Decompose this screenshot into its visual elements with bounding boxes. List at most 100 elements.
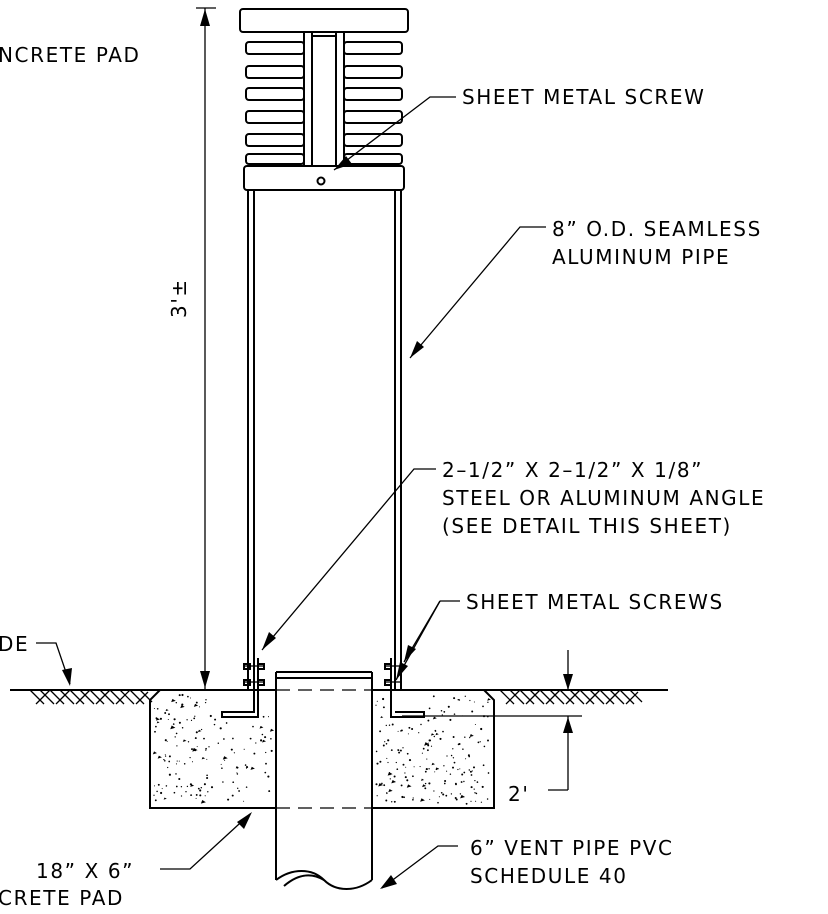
concrete-stipple [430,733,435,736]
pipe-label-line2: ALUMINUM PIPE [552,245,730,269]
concrete-stipple [217,742,220,745]
concrete-stipple [245,786,248,788]
concrete-stipple [443,765,445,767]
concrete-stipple [426,749,429,752]
concrete-stipple [164,755,167,757]
concrete-stipple [224,759,226,761]
concrete-stipple [265,762,267,765]
concrete-stipple [421,752,423,754]
concrete-stipple [180,795,183,797]
concrete-stipple [206,776,209,780]
concrete-stipple [404,776,407,779]
concrete-stipple [207,791,209,793]
concrete-stipple [190,719,193,722]
concrete-stipple [221,767,223,769]
concrete-stipple [378,783,384,787]
concrete-stipple [487,739,489,742]
depth-dimension [402,650,582,791]
concrete-stipple [391,780,397,784]
concrete-stipple [443,782,446,785]
concrete-stipple [453,761,456,764]
concrete-stipple [223,738,225,740]
concrete-stipple [420,778,425,781]
concrete-stipple [236,773,239,775]
concrete-stipple [379,730,382,733]
concrete-stipple [236,766,239,769]
concrete-stipple [475,792,478,795]
concrete-stipple [205,699,207,701]
concrete-stipple [397,749,400,751]
concrete-stipple [195,701,198,704]
concrete-stipple [440,791,443,794]
concrete-stipple [400,784,403,787]
concrete-stipple [453,697,456,700]
concrete-stipple [219,727,222,730]
concrete-stipple [480,801,483,803]
concrete-stipple [390,749,393,751]
concrete-stipple [156,721,160,724]
concrete-stipple [479,741,481,743]
concrete-stipple [160,791,163,795]
concrete-stipple [260,739,263,742]
concrete-stipple [408,726,411,729]
concrete-stipple [442,730,444,733]
concrete-stipple [459,793,462,795]
concrete-stipple [163,797,167,800]
concrete-stipple [252,725,254,728]
concrete-stipple [243,800,245,802]
concrete-stipple [398,751,401,754]
concrete-stipple [214,718,217,721]
concrete-stipple [220,763,222,765]
concrete-stipple [213,723,216,726]
concrete-stipple [255,742,257,744]
concrete-stipple [267,716,270,718]
concrete-stipple [156,790,158,793]
concrete-stipple [167,766,169,769]
concrete-stipple [387,761,389,764]
concrete-stipple [164,754,166,756]
concrete-stipple [176,760,178,762]
concrete-stipple [468,769,471,771]
concrete-stipple [181,726,184,729]
concrete-stipple [375,704,377,706]
concrete-stipple [154,694,156,696]
concrete-stipple [405,766,407,768]
concrete-stipple [383,784,386,787]
concrete-stipple [427,744,430,747]
concrete-stipple [458,699,461,701]
concrete-stipple [428,707,431,710]
concrete-stipple [231,794,234,797]
concrete-stipple [264,771,267,774]
grade-label: DE [0,632,29,656]
concrete-stipple [440,709,443,712]
vent-label-line2: SCHEDULE 40 [470,864,628,888]
concrete-stipple [469,699,471,702]
concrete-stipple [400,749,402,752]
concrete-stipple [154,730,156,733]
concrete-stipple [199,789,202,792]
concrete-stipple [171,698,176,703]
concrete-stipple [445,794,448,797]
concrete-stipple [189,756,191,759]
concrete-stipple [157,783,160,786]
concrete-stipple [418,732,420,734]
concrete-stipple [236,772,238,774]
concrete-stipple [175,785,178,788]
concrete-stipple [375,750,378,753]
concrete-stipple [388,789,393,793]
concrete-stipple [487,701,489,703]
concrete-stipple [443,711,446,713]
concrete-stipple [175,763,178,765]
concrete-stipple [432,716,437,720]
concrete-stipple [455,798,458,801]
concrete-stipple [424,782,427,785]
concrete-stipple [204,795,206,797]
concrete-stipple [165,708,169,712]
concrete-stipple [452,736,455,738]
concrete-stipple [385,724,387,727]
concrete-stipple [425,768,428,771]
concrete-stipple [382,744,385,747]
concrete-stipple [424,742,430,746]
concrete-stipple [480,727,483,731]
